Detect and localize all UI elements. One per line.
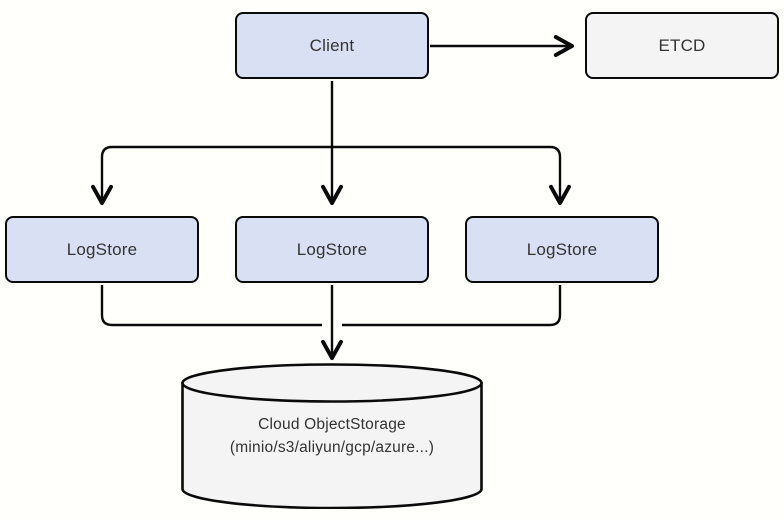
node-logstore-2-label: LogStore — [296, 239, 368, 259]
node-logstore-3[interactable]: LogStore — [465, 216, 659, 283]
cylinder-shape — [181, 363, 483, 509]
node-etcd-label: ETCD — [658, 35, 706, 55]
node-cloud-objectstorage[interactable]: Cloud ObjectStorage (minio/s3/aliyun/gcp… — [181, 363, 483, 509]
node-logstore-1-label: LogStore — [66, 239, 138, 259]
node-etcd[interactable]: ETCD — [585, 12, 779, 79]
node-logstore-2[interactable]: LogStore — [235, 216, 429, 283]
edge-logstore3-to-objectstorage — [342, 285, 562, 327]
edge-logstore1-to-objectstorage — [100, 285, 322, 327]
node-client-label: Client — [309, 35, 355, 55]
node-logstore-1[interactable]: LogStore — [5, 216, 199, 283]
node-logstore-3-label: LogStore — [526, 239, 598, 259]
edge-client-to-logstore1 — [102, 145, 332, 203]
node-client[interactable]: Client — [235, 12, 429, 79]
edge-client-to-logstore3 — [332, 145, 560, 203]
